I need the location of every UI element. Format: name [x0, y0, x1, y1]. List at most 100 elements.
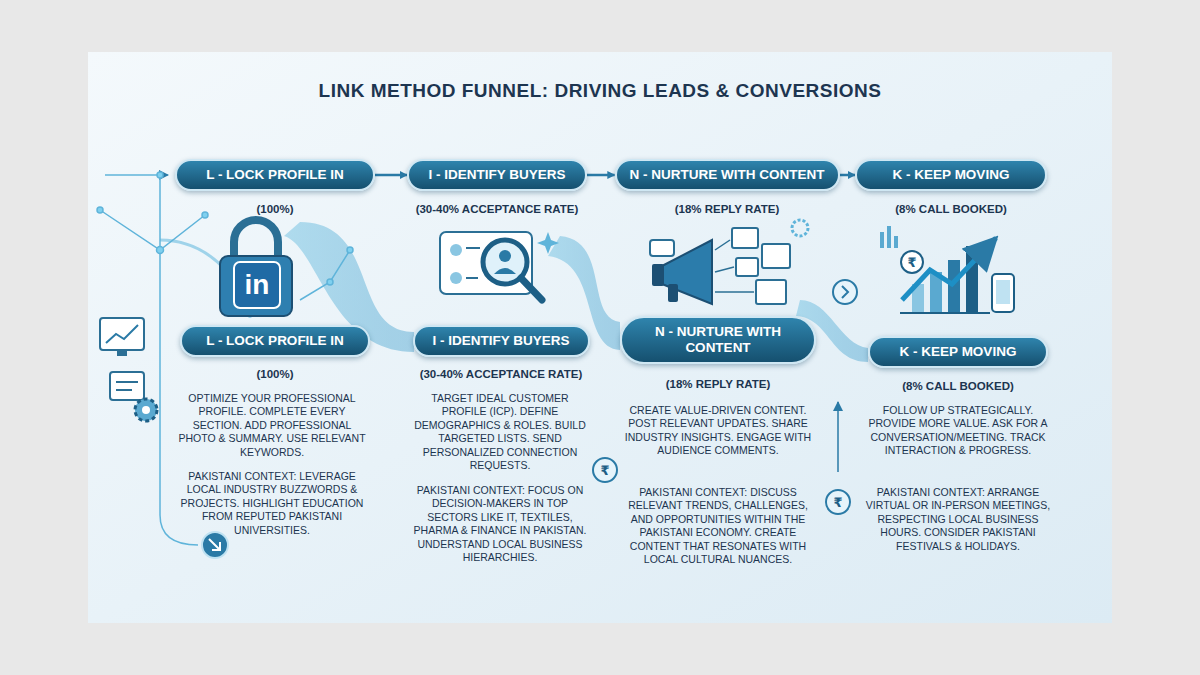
network-lines-part — [157, 172, 163, 178]
megaphone-icon-part — [732, 228, 758, 248]
context-note: PAKISTANI CONTEXT: FOCUS ON DECISION-MAK… — [410, 484, 590, 565]
growth-chart-icon-part — [901, 251, 923, 273]
context-note: PAKISTANI CONTEXT: ARRANGE VIRTUAL OR IN… — [860, 486, 1056, 553]
side-icons-part — [142, 406, 150, 414]
context-note: PAKISTANI CONTEXT: DISCUSS RELEVANT TREN… — [620, 486, 816, 567]
flow-arrow — [375, 174, 407, 177]
step-pill: K - KEEP MOVING — [855, 159, 1047, 191]
rupee-symbol: ₹ — [902, 256, 922, 269]
megaphone-icon-part — [715, 240, 730, 250]
rate-label: (18% REPLY RATE) — [620, 378, 816, 390]
step-pill: N - NURTURE WITH CONTENT — [615, 159, 840, 191]
megaphone-icon-part — [662, 240, 712, 304]
megaphone-icon-part — [762, 244, 790, 268]
side-icons-part — [110, 372, 144, 400]
megaphone-icon-part — [792, 220, 808, 236]
rupee-symbol: ₹ — [595, 464, 615, 477]
step-title: K - KEEP MOVING — [869, 167, 1033, 183]
buyer-search-icon-part — [466, 277, 478, 279]
side-icons — [100, 318, 157, 421]
step-description: OPTIMIZE YOUR PROFESSIONAL PROFILE. COMP… — [177, 392, 367, 459]
step-description: FOLLOW UP STRATEGICALLY. PROVIDE MORE VA… — [860, 404, 1056, 458]
step-title: I - IDENTIFY BUYERS — [427, 333, 576, 349]
megaphone-icon-part — [715, 291, 754, 293]
lock-icon-part — [220, 256, 292, 316]
step-pill: I - IDENTIFY BUYERS — [413, 325, 590, 357]
side-icons-part — [135, 399, 157, 421]
growth-chart-icon-part — [948, 260, 960, 312]
round-buttons-part — [842, 286, 848, 298]
rate-label: (8% CALL BOOKED) — [851, 203, 1051, 215]
linkedin-logo-text: in — [237, 271, 277, 299]
megaphone-icon — [650, 220, 808, 304]
rate-label: (30-40% ACCEPTANCE RATE) — [391, 368, 611, 380]
step-pill: N - NURTURE WITH CONTENT — [620, 316, 816, 364]
context-note: PAKISTANI CONTEXT: LEVERAGE LOCAL INDUST… — [177, 470, 367, 537]
buyer-search-icon-part — [440, 232, 532, 294]
network-lines-part — [100, 210, 205, 250]
buyer-search-icon — [440, 232, 559, 300]
buyer-search-icon-part — [466, 247, 480, 249]
buyer-search-icon-part — [499, 250, 511, 262]
growth-chart-icon-part — [996, 280, 1010, 304]
step-pill: L - LOCK PROFILE IN — [175, 159, 375, 191]
lock-icon-part — [234, 220, 278, 258]
megaphone-icon-part — [715, 267, 734, 272]
round-buttons-part — [209, 539, 220, 550]
network-lines-part — [327, 279, 333, 285]
step-title: I - IDENTIFY BUYERS — [421, 167, 573, 183]
step-title: K - KEEP MOVING — [882, 344, 1034, 360]
step-pill: L - LOCK PROFILE IN — [180, 325, 370, 357]
growth-chart-icon-part — [902, 238, 996, 300]
buyer-search-icon-part — [494, 268, 516, 274]
diagram-title: LINK METHOD FUNNEL: DRIVING LEADS & CONV… — [88, 80, 1112, 102]
network-lines-part — [97, 207, 103, 213]
rupee-symbol: ₹ — [828, 496, 848, 509]
side-icons-part — [106, 325, 138, 343]
coins-part — [593, 458, 617, 482]
lock-icon-part — [234, 262, 280, 308]
lock-icon — [220, 220, 292, 316]
megaphone-icon-part — [756, 280, 786, 304]
side-icons-part — [116, 389, 132, 391]
round-buttons-part — [202, 532, 228, 558]
step-pill: I - IDENTIFY BUYERS — [407, 159, 587, 191]
flow-arrow — [840, 174, 856, 177]
growth-chart-icon — [880, 226, 1014, 313]
step-title: N - NURTURE WITH CONTENT — [629, 167, 826, 183]
step-pill: K - KEEP MOVING — [868, 336, 1048, 368]
network-lines-part — [202, 212, 208, 218]
step-title: L - LOCK PROFILE IN — [189, 167, 361, 183]
network-lines-part — [157, 247, 164, 254]
rate-label: (100%) — [175, 368, 375, 380]
step-title: L - LOCK PROFILE IN — [194, 333, 356, 349]
buyer-search-icon-part — [450, 244, 462, 256]
buyer-search-icon-part — [521, 278, 542, 300]
step-description: TARGET IDEAL CUSTOMER PROFILE (ICP). DEF… — [409, 392, 591, 473]
growth-chart-icon-part — [880, 232, 884, 248]
rate-label: (18% REPLY RATE) — [627, 203, 827, 215]
rate-label: (30-40% ACCEPTANCE RATE) — [387, 203, 607, 215]
megaphone-icon-part — [652, 264, 664, 286]
panel — [88, 52, 1112, 623]
buyer-search-icon-part — [450, 272, 462, 284]
round-buttons-part — [837, 402, 839, 472]
side-icons-part — [116, 381, 138, 383]
network-lines-part — [300, 250, 350, 300]
buyer-search-icon-part — [537, 232, 559, 254]
side-icons-part — [100, 318, 144, 350]
megaphone-icon-part — [650, 240, 674, 256]
rate-label: (8% CALL BOOKED) — [858, 380, 1058, 392]
side-icons-part — [117, 350, 127, 356]
megaphone-icon-part — [736, 258, 758, 276]
coins-part — [826, 490, 850, 514]
growth-chart-icon-part — [894, 236, 898, 248]
growth-chart-icon-part — [900, 312, 990, 314]
round-buttons-part — [833, 280, 857, 304]
network-lines-part — [347, 247, 353, 253]
megaphone-icon-part — [668, 284, 678, 302]
growth-chart-icon-part — [992, 274, 1014, 312]
rate-label: (100%) — [165, 203, 385, 215]
flow-arrow — [587, 174, 615, 177]
